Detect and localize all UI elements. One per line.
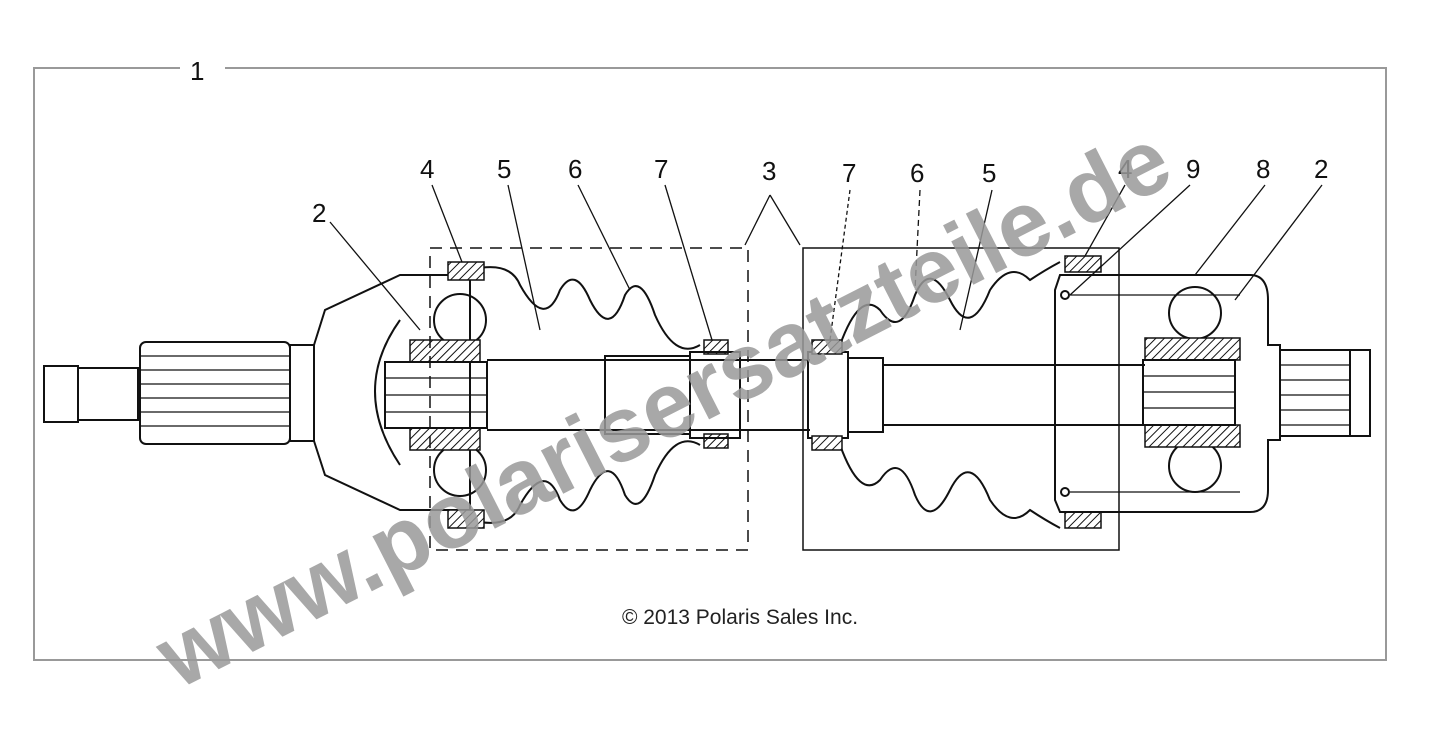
callout-6-left: 6 <box>568 154 582 184</box>
right-cv-joint-housing <box>1054 274 1281 513</box>
callout-7-left: 7 <box>654 154 668 184</box>
callout-3: 3 <box>762 156 776 186</box>
callout-2-right: 2 <box>1314 154 1328 184</box>
callout-4-right: 4 <box>1118 154 1132 184</box>
callout-2-left: 2 <box>312 198 326 228</box>
copyright-text: © 2013 Polaris Sales Inc. <box>622 606 858 629</box>
callout-4-left: 4 <box>420 154 434 184</box>
left-boot <box>447 261 729 529</box>
right-stub-shaft <box>1279 349 1371 437</box>
callout-1: 1 <box>190 56 204 86</box>
axle-shaft <box>487 351 1145 439</box>
callout-7-right: 7 <box>842 158 856 188</box>
leader-lines <box>329 184 1323 341</box>
left-stub-shaft <box>43 341 315 445</box>
right-boot-kit-box <box>802 247 1120 551</box>
callout-8: 8 <box>1256 154 1270 184</box>
left-boot-kit-box <box>429 247 749 551</box>
left-cv-joint-housing <box>313 274 488 511</box>
right-boot <box>811 255 1102 529</box>
callout-6-right: 6 <box>910 158 924 188</box>
callout-5-left: 5 <box>497 154 511 184</box>
callout-9: 9 <box>1186 154 1200 184</box>
callout-5-right: 5 <box>982 158 996 188</box>
assembly-frame <box>33 67 1387 661</box>
